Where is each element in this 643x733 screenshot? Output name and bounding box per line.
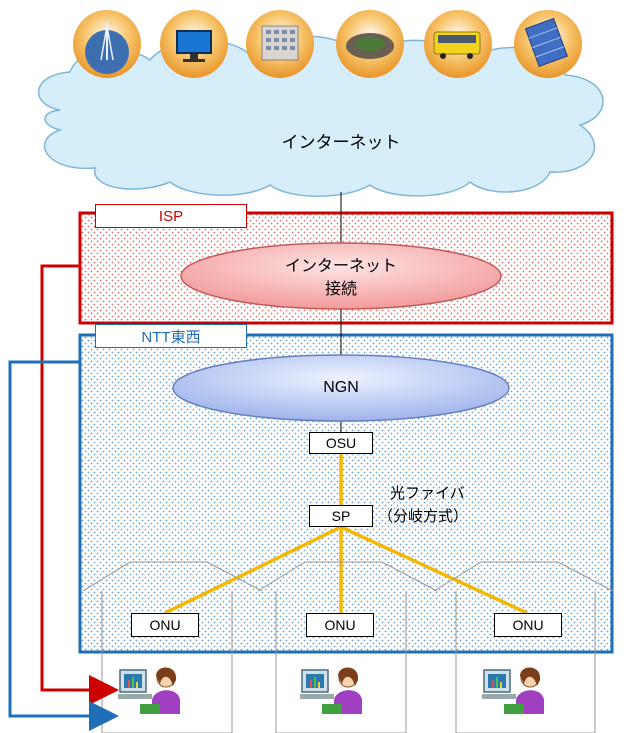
- user-pc-icon: [118, 667, 180, 714]
- fiber-label-line2: （分岐方式）: [378, 508, 469, 525]
- onu-box-2: ONU: [306, 613, 374, 637]
- onu-box-3: ONU: [494, 613, 562, 637]
- ngn-label: NGN: [323, 379, 359, 396]
- ngn-node: [172, 354, 510, 422]
- ntt-path-arrow: [8, 360, 119, 731]
- ntt-region: [78, 333, 614, 654]
- isp-path-arrow: [40, 264, 119, 705]
- onu-box-1: ONU: [131, 613, 199, 637]
- internet-connection-label-line1: インターネット: [284, 258, 397, 275]
- user-pc-icon: [300, 667, 362, 714]
- fiber-label-line1: 光ファイバ: [390, 485, 465, 502]
- fiber-sp-onu-1: [164, 525, 342, 615]
- fiber-sp-onu-3: [340, 525, 528, 615]
- monitor-icon: [160, 10, 228, 78]
- internet-label: インターネット: [281, 133, 401, 152]
- isp-tab: ISP: [95, 204, 247, 228]
- bus-icon: [424, 10, 492, 78]
- stadium-icon: [336, 10, 404, 78]
- user-pc-icon: [482, 667, 544, 714]
- server-icon: [514, 10, 582, 78]
- sp-box: SP: [309, 505, 373, 527]
- osu-box: OSU: [309, 432, 373, 454]
- internet-connection-node: [180, 242, 502, 310]
- internet-connection-label-line2: 接続: [324, 281, 357, 298]
- tower-icon: [73, 10, 141, 78]
- ntt-tab: NTT東西: [95, 324, 247, 348]
- building-icon: [246, 10, 314, 78]
